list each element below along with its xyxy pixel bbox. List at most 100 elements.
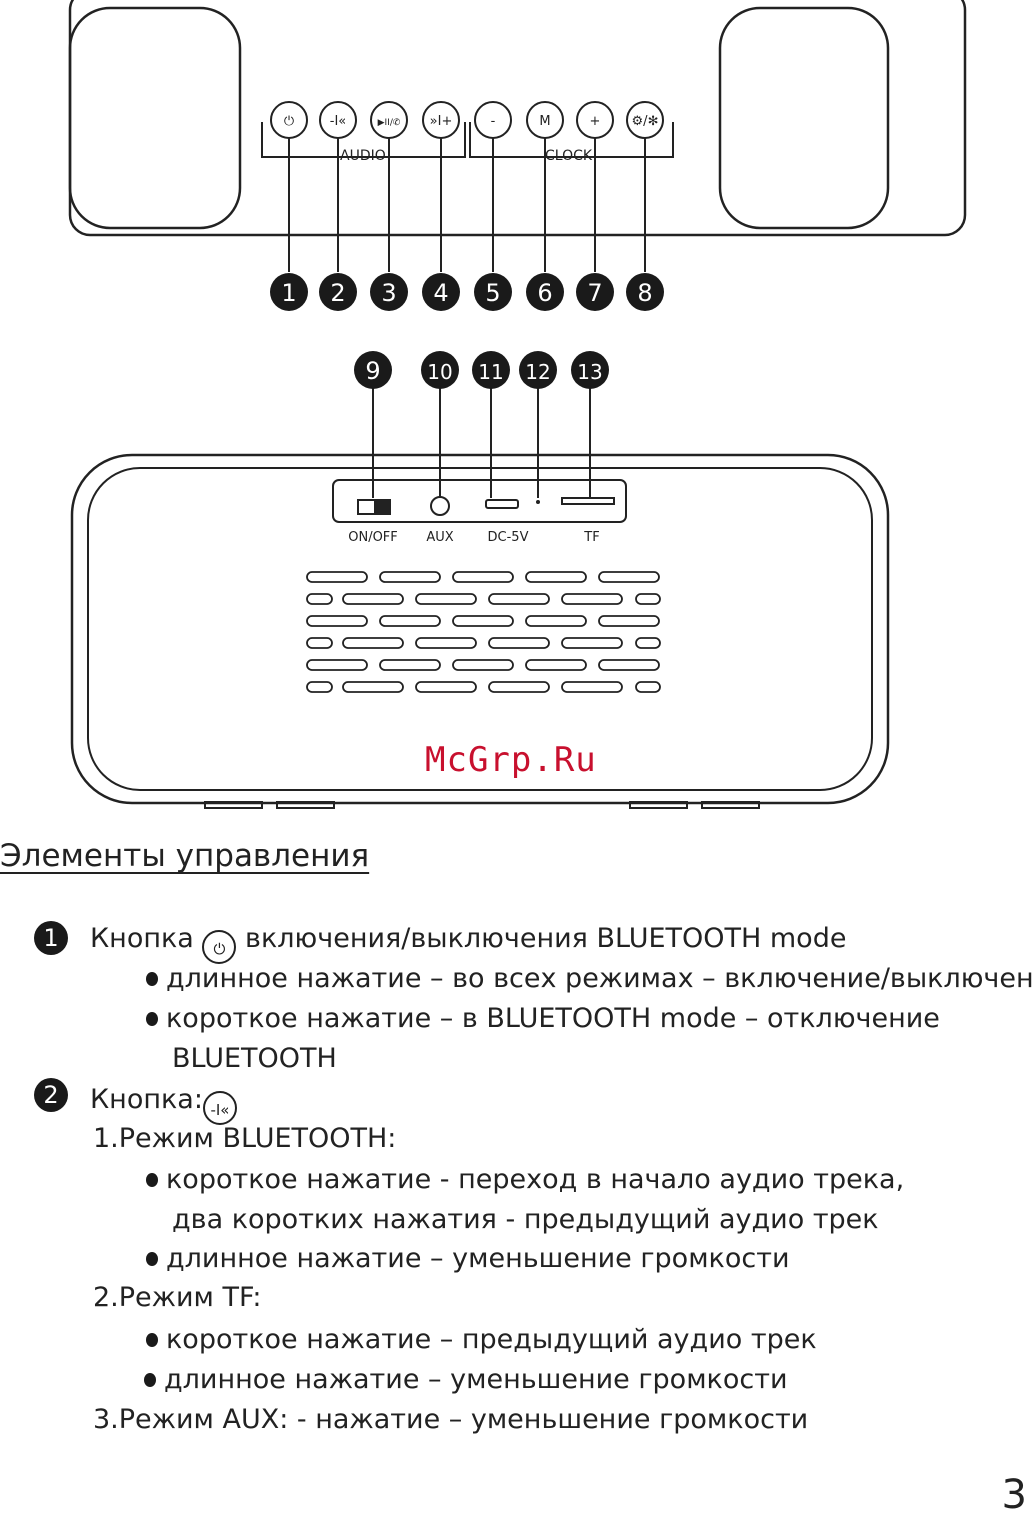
bullet-icon <box>146 1173 158 1187</box>
item-2-title: Кнопка:-I« <box>90 1082 237 1125</box>
mode-heading-label: 3.Режим AUX: <box>93 1404 289 1435</box>
callout-badge <box>474 273 512 311</box>
grille-slot <box>342 593 404 605</box>
list-item-continuation: два коротких нажатия - предыдущий аудио … <box>172 1204 879 1235</box>
list-item: короткое нажатие - переход в начало ауди… <box>146 1162 904 1198</box>
grille-slot <box>342 637 404 649</box>
list-item-text: короткое нажатие – предыдущий аудио трек <box>166 1324 817 1355</box>
clock-group-label: CLOCK <box>545 148 593 164</box>
top-button-glyph: + <box>590 114 601 129</box>
foot-3 <box>629 801 688 809</box>
list-item-text: длинное нажатие – уменьшение громкости <box>166 1243 790 1274</box>
tf-slot <box>561 497 615 505</box>
item-number-badge: 2 <box>34 1078 68 1112</box>
callout-badge <box>571 351 609 389</box>
grille-slot <box>452 659 514 671</box>
callout-badge <box>319 273 357 311</box>
callout-number: 11 <box>478 360 503 384</box>
audio-bracket <box>261 122 466 158</box>
callout-number: 10 <box>427 360 452 384</box>
callout-number: 1 <box>281 279 296 307</box>
callout-number: 3 <box>381 279 396 307</box>
callout-number: 4 <box>433 279 448 307</box>
grille-slot <box>525 659 587 671</box>
callout-number: 7 <box>587 279 602 307</box>
top-button <box>526 101 564 139</box>
grille-slot <box>306 593 333 605</box>
grille-slot <box>561 593 623 605</box>
power-icon: ⏻ <box>202 930 237 964</box>
clock-bracket <box>469 122 674 158</box>
callout-badge <box>626 273 664 311</box>
previous-track-icon: -I« <box>202 1091 237 1125</box>
item-2-label-before: Кнопка: <box>90 1084 203 1115</box>
port-label: AUX <box>426 530 453 545</box>
grille-slot <box>598 615 660 627</box>
watermark: McGrp.Ru <box>425 740 597 780</box>
grille-slot <box>379 615 441 627</box>
callout-number: 6 <box>537 279 552 307</box>
callout-badge <box>270 273 308 311</box>
port-label: DC-5V <box>488 530 529 545</box>
grille-slot <box>452 615 514 627</box>
top-button <box>270 101 308 139</box>
top-button <box>422 101 460 139</box>
callout-number: 2 <box>330 279 345 307</box>
grille-slot <box>306 637 333 649</box>
callout-number: 13 <box>577 360 602 384</box>
grille-slot <box>306 615 368 627</box>
grille-slot <box>306 571 368 583</box>
speaker-rear-outer <box>70 453 890 805</box>
list-item-continuation: BLUETOOTH <box>172 1043 337 1074</box>
grille-slot <box>488 593 550 605</box>
port-label: TF <box>583 530 599 545</box>
list-item: короткое нажатие – предыдущий аудио трек <box>146 1322 817 1358</box>
item-1-title: Кнопка ⏻ включения/выключения BLUETOOTH … <box>90 921 846 964</box>
list-item-text: короткое нажатие – в BLUETOOTH mode – от… <box>166 1003 940 1034</box>
grille-slot <box>415 681 477 693</box>
callout-badge <box>576 273 614 311</box>
top-button <box>576 101 614 139</box>
aux-port <box>430 496 450 516</box>
speaker-rear-inner <box>87 467 873 791</box>
top-button-glyph: - <box>491 114 496 129</box>
list-item: короткое нажатие – в BLUETOOTH mode – от… <box>146 1001 940 1037</box>
top-button <box>474 101 512 139</box>
foot-4 <box>701 801 760 809</box>
callout-badge <box>421 351 459 389</box>
grille-slot <box>379 659 441 671</box>
page-number: 3 <box>1001 1472 1027 1518</box>
top-button-glyph: -I« <box>330 114 346 129</box>
grille-slot <box>561 637 623 649</box>
list-item: длинное нажатие – уменьшение громкости <box>146 1241 790 1277</box>
grille-slot <box>342 681 404 693</box>
mode-heading: 3.Режим AUX: - нажатие – уменьшение гром… <box>93 1402 808 1438</box>
foot-1 <box>204 801 263 809</box>
grille-slot <box>306 681 333 693</box>
top-button-glyph: ⚙/✻ <box>632 114 659 129</box>
item-1-label-before: Кнопка <box>90 923 194 954</box>
grille-slot <box>561 681 623 693</box>
foot-2 <box>276 801 335 809</box>
callout-badge <box>519 351 557 389</box>
grille-slot <box>379 571 441 583</box>
callout-number: 9 <box>365 357 380 385</box>
port-label: ON/OFF <box>348 530 398 545</box>
mode-heading-text: - нажатие – уменьшение громкости <box>288 1404 809 1435</box>
grille-slot <box>598 571 660 583</box>
grille-slot <box>488 681 550 693</box>
top-button <box>370 101 408 139</box>
bullet-icon <box>144 1373 156 1387</box>
bullet-icon <box>146 972 158 986</box>
section-title: Элементы управления <box>0 838 370 874</box>
grille-slot <box>635 593 661 605</box>
callout-badge <box>354 351 392 389</box>
list-item-text: длинное нажатие – во всех режимах – вклю… <box>166 963 1035 994</box>
bullet-icon <box>146 1252 158 1266</box>
list-item: длинное нажатие – во всех режимах – вклю… <box>146 961 1035 997</box>
top-button-glyph: ⏻ <box>284 114 294 129</box>
top-button-glyph: ▶II/✆ <box>378 118 401 128</box>
top-button-glyph: »I+ <box>430 114 453 129</box>
